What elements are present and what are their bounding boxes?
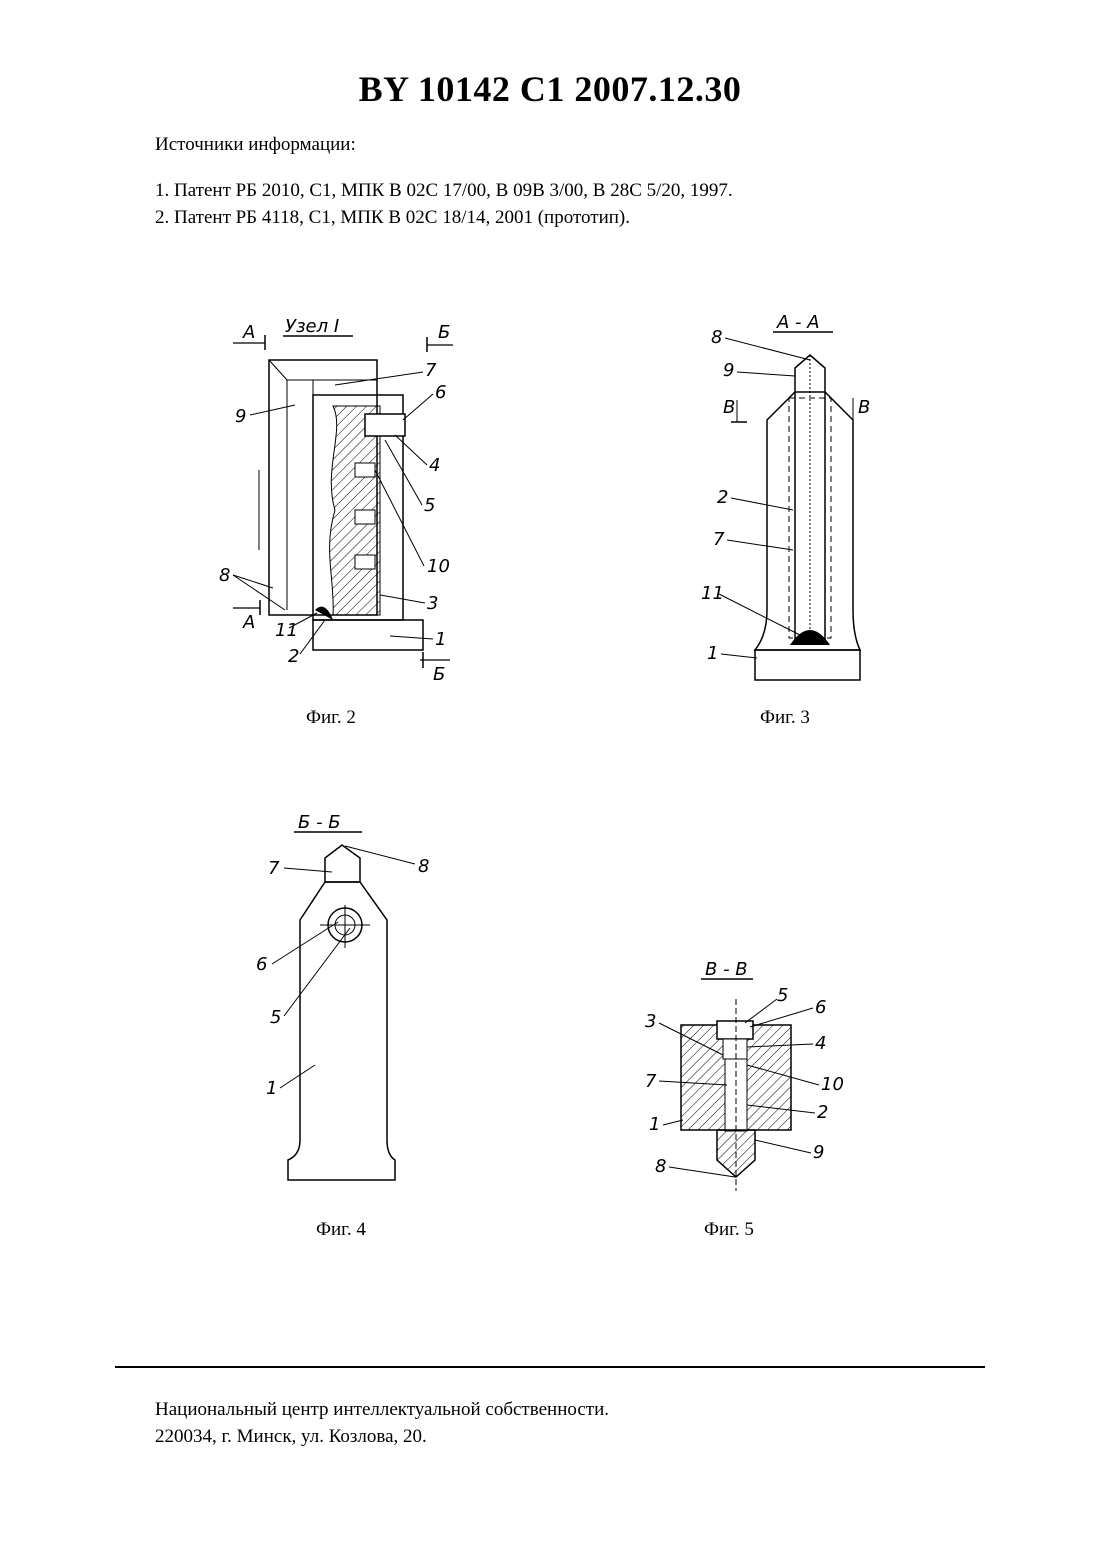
fig2-label: 11	[275, 620, 298, 641]
fig2-section-b-bottom: Б	[433, 664, 445, 685]
document-header: BY 10142 C1 2007.12.30	[0, 68, 1100, 110]
fig3-label: 11	[701, 583, 724, 604]
sources-list: 1. Патент РБ 2010, С1, МПК В 02С 17/00, …	[155, 177, 733, 231]
fig2-label: 9	[235, 406, 246, 427]
footer-line: 220034, г. Минск, ул. Козлова, 20.	[155, 1423, 609, 1450]
fig5-label: 1	[649, 1114, 660, 1135]
fig5-label: 9	[813, 1142, 824, 1163]
fig4-caption: Фиг. 4	[316, 1219, 366, 1241]
fig5-title: В - В	[705, 959, 748, 980]
fig2-label: 8	[219, 565, 230, 586]
source-item: 2. Патент РБ 4118, С1, МПК В 02С 18/14, …	[155, 204, 733, 231]
fig5-label: 3	[645, 1011, 656, 1032]
fig2-title: Узел I	[285, 316, 339, 337]
figure-3-drawing: А - А 8 9 В В 2 7 11 1	[695, 310, 875, 695]
fig5-label: 7	[645, 1071, 657, 1092]
fig5-label: 8	[655, 1156, 666, 1177]
fig2-label: 6	[435, 382, 446, 403]
source-item: 1. Патент РБ 2010, С1, МПК В 02С 17/00, …	[155, 177, 733, 204]
fig5-label: 10	[821, 1074, 844, 1095]
fig2-label: 4	[429, 455, 440, 476]
fig2-label: 3	[427, 593, 438, 614]
figure-2-drawing: Узел I А Б А Б 9 7	[205, 310, 465, 695]
fig3-label: 9	[723, 360, 734, 381]
fig5-label: 5	[777, 985, 788, 1006]
fig2-section-b-top: Б	[438, 322, 450, 343]
fig4-label: 6	[256, 954, 267, 975]
fig2-label: 1	[435, 629, 446, 650]
fig3-label: 1	[707, 643, 718, 664]
fig4-title: Б - Б	[298, 812, 341, 833]
footer-divider	[115, 1366, 985, 1368]
sources-title: Источники информации:	[155, 134, 356, 156]
fig2-label: 5	[424, 495, 435, 516]
fig2-label: 7	[425, 360, 437, 381]
fig2-caption: Фиг. 2	[306, 707, 356, 729]
fig2-label: 2	[288, 646, 299, 667]
fig4-label: 1	[266, 1078, 277, 1099]
figure-2: Узел I А Б А Б 9 7	[205, 310, 465, 695]
fig3-label: 7	[713, 529, 725, 550]
fig4-label: 5	[270, 1007, 281, 1028]
fig3-section-v-left: В	[723, 397, 735, 418]
fig2-section-a-bottom: А	[242, 612, 255, 633]
footer: Национальный центр интеллектуальной собс…	[155, 1396, 609, 1450]
fig3-label: 8	[711, 327, 722, 348]
figure-4: Б - Б 7 8 6 5 1	[250, 810, 450, 1200]
fig5-label: 6	[815, 997, 826, 1018]
fig5-label: 2	[817, 1102, 828, 1123]
figure-5-drawing: В - В 5 6 3 4 7 10 1 2 8 9	[635, 955, 845, 1200]
fig3-section-v-right: В	[858, 397, 870, 418]
fig5-label: 4	[815, 1033, 826, 1054]
fig3-label: 2	[717, 487, 728, 508]
figure-3: А - А 8 9 В В 2 7 11 1	[695, 310, 875, 695]
fig3-title: А - А	[776, 312, 820, 333]
fig3-caption: Фиг. 3	[760, 707, 810, 729]
figure-5: В - В 5 6 3 4 7 10 1 2 8 9	[635, 955, 845, 1200]
fig5-caption: Фиг. 5	[704, 1219, 754, 1241]
footer-line: Национальный центр интеллектуальной собс…	[155, 1396, 609, 1423]
figure-4-drawing: Б - Б 7 8 6 5 1	[250, 810, 450, 1200]
fig2-label: 10	[427, 556, 450, 577]
fig4-label: 7	[268, 858, 280, 879]
fig2-section-a-top: А	[242, 322, 255, 343]
fig4-label: 8	[418, 856, 429, 877]
